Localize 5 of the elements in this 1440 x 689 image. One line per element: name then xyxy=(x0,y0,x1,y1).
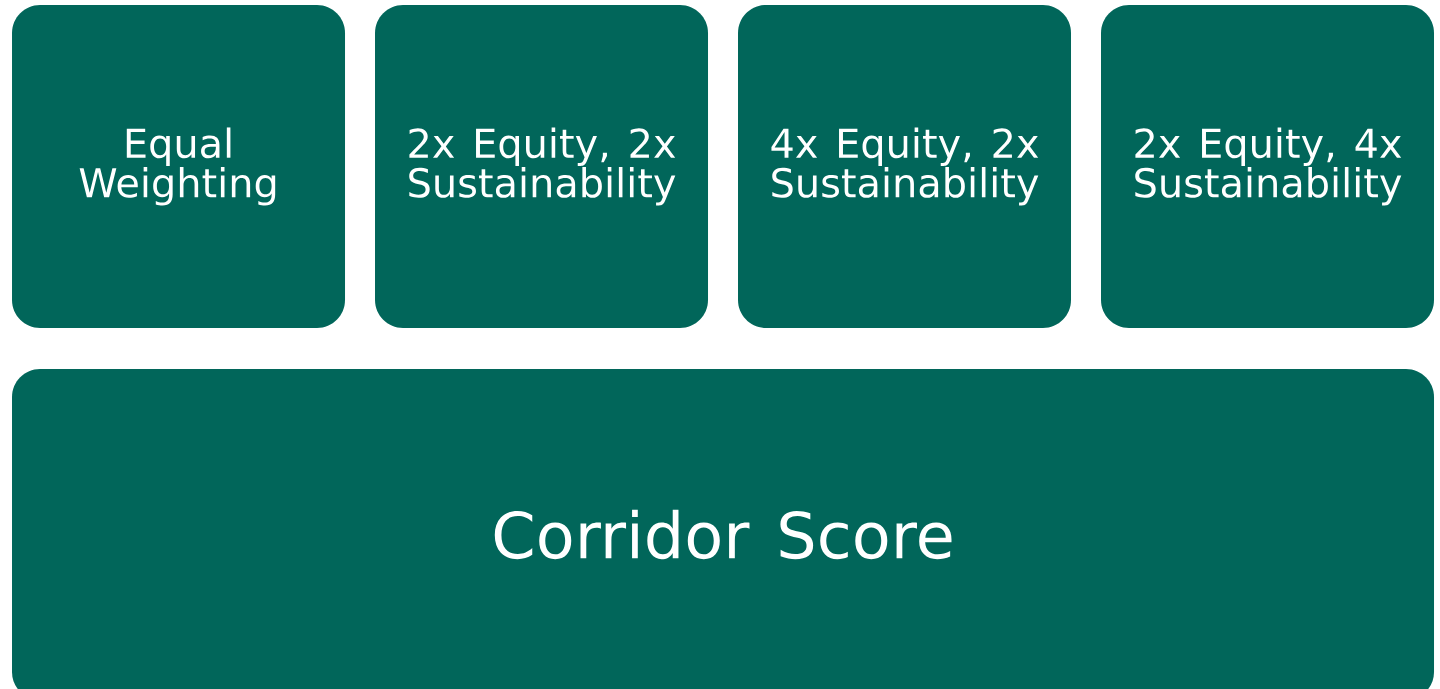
score-box: Corridor Score xyxy=(12,369,1434,689)
weighting-box: Equal Weighting xyxy=(12,5,345,328)
weighting-box: 2x Equity, 4x Sustainability xyxy=(1101,5,1434,328)
weighting-box: 4x Equity, 2x Sustainability xyxy=(738,5,1071,328)
weighting-box: 2x Equity, 2x Sustainability xyxy=(375,5,708,328)
